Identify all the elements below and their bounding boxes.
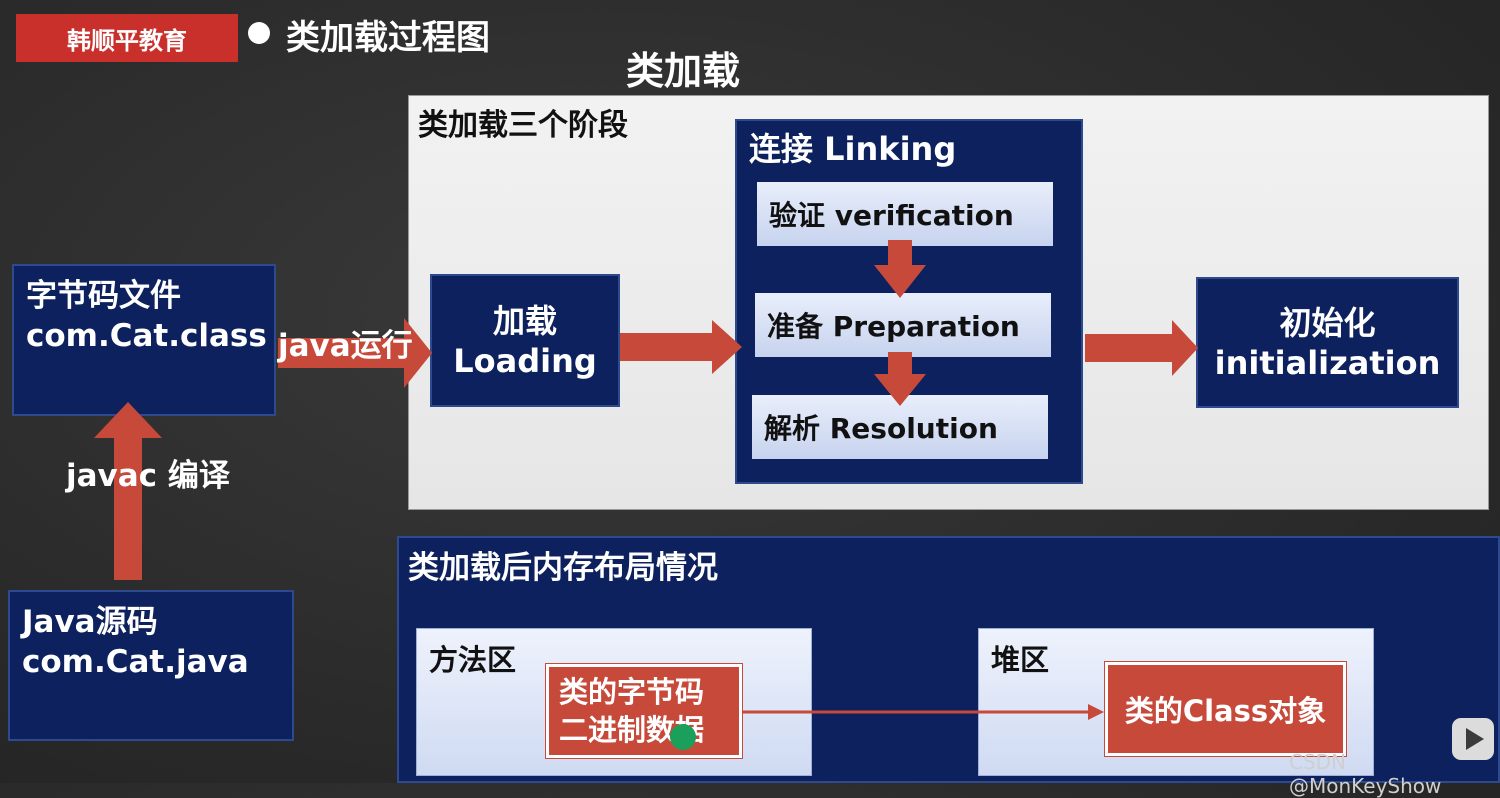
watermark: CSDN @MonKeyShow — [1289, 750, 1442, 798]
java-source-name: com.Cat.java — [22, 644, 249, 680]
class-object-label: 类的Class对象 — [1124, 694, 1327, 728]
stages-panel-title: 类加载三个阶段 — [418, 108, 628, 143]
java-source-box: Java源码 com.Cat.java — [8, 590, 294, 741]
verification-box: 验证 verification — [757, 182, 1053, 246]
method-area-title: 方法区 — [429, 643, 517, 677]
resolution-label: 解析 Resolution — [764, 412, 998, 445]
initialization-box: 初始化 initialization — [1196, 277, 1459, 408]
bytecode-file-title: 字节码文件 — [26, 278, 181, 314]
initialization-label-cn: 初始化 — [1279, 303, 1376, 342]
heap-area-title: 堆区 — [991, 643, 1050, 677]
bullet-icon — [248, 22, 270, 44]
bytes-to-object-arrowhead — [1088, 704, 1104, 720]
cursor-highlight-icon — [670, 724, 696, 750]
compile-arrow — [94, 402, 162, 580]
java-source-title: Java源码 — [22, 604, 158, 640]
verification-label: 验证 verification — [769, 199, 1014, 232]
class-bytecode-line1: 类的字节码 — [559, 675, 705, 709]
diagram-title: 类加载 — [626, 49, 741, 93]
bytecode-file-box: 字节码文件 com.Cat.class — [12, 264, 276, 416]
initialization-label-en: initialization — [1214, 343, 1441, 382]
bytecode-file-name: com.Cat.class — [26, 318, 267, 354]
java-run-label: java运行 — [278, 328, 413, 364]
run-arrow — [278, 318, 432, 388]
verify-to-prep-arrow — [874, 240, 926, 298]
memory-layout-title: 类加载后内存布局情况 — [408, 550, 718, 586]
loading-label-en: Loading — [453, 341, 597, 380]
prep-to-resolve-arrow — [874, 352, 926, 406]
linking-to-init-arrow — [1085, 320, 1198, 376]
play-icon — [1466, 728, 1484, 750]
class-object-box: 类的Class对象 — [1105, 662, 1346, 756]
loading-box: 加载 Loading — [430, 274, 620, 407]
brand-label: 韩顺平教育 — [67, 26, 187, 55]
javac-compile-label: javac 编译 — [66, 458, 230, 494]
loading-to-linking-arrow — [620, 320, 742, 374]
page-heading: 类加载过程图 — [286, 18, 490, 58]
linking-title: 连接 Linking — [749, 130, 957, 168]
brand-badge: 韩顺平教育 — [16, 14, 238, 62]
loading-label-cn: 加载 — [492, 301, 557, 340]
preparation-label: 准备 Preparation — [767, 310, 1020, 343]
preparation-box: 准备 Preparation — [755, 293, 1051, 357]
